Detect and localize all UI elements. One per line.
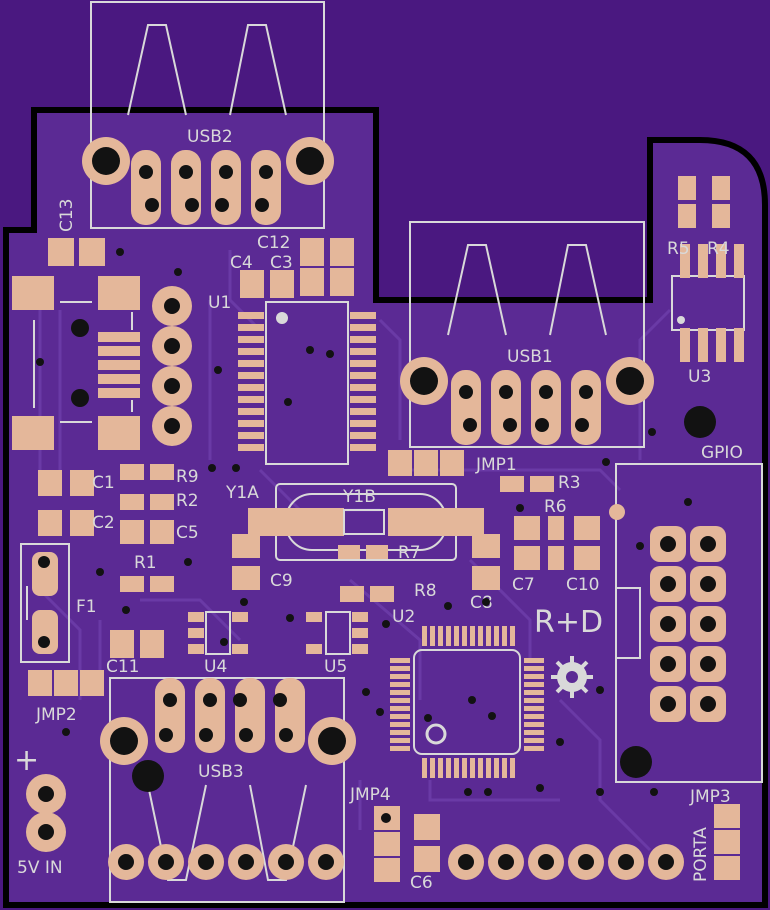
bottom-header-right [448, 844, 684, 880]
f1-fuse: F1 [20, 543, 97, 663]
jmp1-label: JMP1 [475, 455, 517, 475]
c10-label: C10 [566, 575, 600, 595]
jmp3-jumper: JMP3 PORTA [689, 787, 740, 882]
c11-capacitor: C11 [106, 630, 164, 677]
r7-label: R7 [398, 543, 421, 563]
u5-label: U5 [324, 657, 347, 677]
u3-label: U3 [688, 367, 711, 387]
c1-label: C1 [92, 473, 115, 493]
c8-label: C8 [470, 593, 493, 613]
usb3-connector: USB3 [100, 677, 356, 903]
usb2-connector: USB2 [82, 1, 334, 229]
power-in-label: 5V IN [17, 858, 63, 878]
jmp3-label: JMP3 [689, 787, 731, 807]
power-input-header: + 5V IN [14, 743, 66, 878]
c6-label: C6 [410, 873, 433, 893]
usb1-connector: USB1 [400, 221, 654, 448]
porta-label: PORTA [691, 827, 711, 882]
c3-label: C3 [270, 253, 293, 273]
usb2-label: USB2 [187, 127, 233, 147]
usb3-label: USB3 [198, 762, 244, 782]
c11-label: C11 [106, 657, 140, 677]
logo-text: R+D [534, 605, 603, 640]
c7-label: C7 [512, 575, 535, 595]
c4-label: C4 [230, 253, 253, 273]
r2-label: R2 [176, 491, 199, 511]
r3-r6-c7-c10: R3 R6 C7 C10 [500, 473, 600, 595]
c1-c2-r9-r2-c5: C1 C2 R9 R2 C5 [38, 464, 199, 544]
jmp2-label: JMP2 [35, 705, 77, 725]
c12-label: C12 [257, 233, 291, 253]
vias [36, 248, 692, 796]
y1b-label: Y1B [342, 487, 376, 507]
regulator-area [12, 276, 140, 450]
gear-icon [551, 656, 593, 698]
c5-label: C5 [176, 523, 199, 543]
r1-label: R1 [134, 553, 157, 573]
plus-label: + [14, 743, 39, 778]
u3-chip: R5 R4 U3 [667, 176, 745, 438]
gpio-label: GPIO [701, 443, 743, 463]
c2-label: C2 [92, 513, 115, 533]
c13-capacitor: C13 [48, 198, 105, 266]
r6-label: R6 [544, 497, 567, 517]
c9-label: C9 [270, 571, 293, 591]
r9-label: R9 [176, 467, 199, 487]
jmp2-jumper: JMP2 [28, 670, 104, 725]
r3-label: R3 [558, 473, 581, 493]
f1-label: F1 [76, 597, 97, 617]
jmp1-jumper: JMP1 [388, 450, 517, 476]
u4-label: U4 [204, 657, 227, 677]
bottom-header-left [108, 844, 344, 880]
u2-chip: U2 [390, 607, 544, 778]
r8-resistor: R8 [340, 581, 437, 602]
u1-header [152, 286, 192, 446]
r1-resistor: R1 [120, 553, 174, 592]
c13-label: C13 [57, 198, 77, 232]
u1-label: U1 [208, 293, 231, 313]
logo: R+D [534, 605, 603, 698]
c6-capacitor: C6 [410, 814, 440, 893]
jmp4-jumper: JMP4 [349, 785, 400, 882]
c4-c3-c12-capacitors: C4 C3 C12 [230, 233, 354, 298]
u4-chip: U4 [188, 611, 248, 677]
jmp4-label: JMP4 [349, 785, 391, 805]
gpio-header: GPIO [609, 443, 763, 783]
usb1-label: USB1 [507, 347, 553, 367]
r5-label: R5 [667, 239, 690, 259]
y1a-label: Y1A [225, 483, 259, 503]
u2-label: U2 [392, 607, 415, 627]
r8-label: R8 [414, 581, 437, 601]
crystal-y1: Y1A Y1B R7 C9 C8 [225, 483, 500, 613]
u5-chip: U5 [306, 611, 368, 677]
r4-label: R4 [707, 239, 730, 259]
u1-chip: U1 [208, 293, 376, 465]
